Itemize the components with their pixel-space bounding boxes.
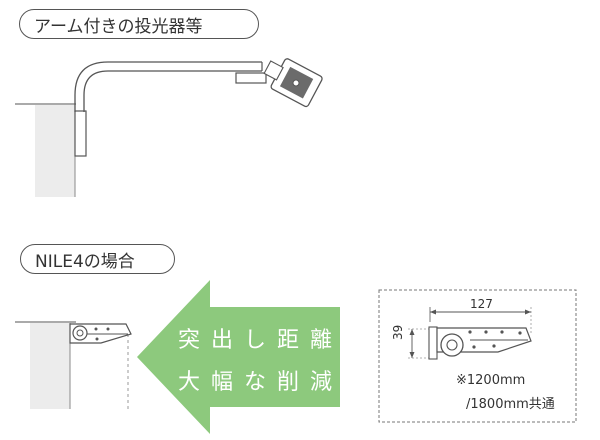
arm-pole-outer [74,61,262,112]
length-note-line2: /1800mm共通 [466,397,555,412]
arm-pole-inner [83,70,262,112]
arm-projector-label-text: アーム付きの投光器等 [34,16,203,37]
detail-box [378,289,577,423]
projector-pivot [292,79,300,87]
projector-head [263,58,323,108]
arrow-text-line2: 大幅な削減 [178,370,344,395]
dimension-height-label: 39 [391,324,405,340]
nile4-case-label-text: NILE4の場合 [35,251,135,272]
nile4-case-label: NILE4の場合 [20,244,175,274]
arm-projector-label: アーム付きの投光器等 [19,9,259,39]
dimension-width-label: 127 [470,297,493,311]
mount-plate [235,72,267,84]
arrow-text-line1: 突出し距離の [178,328,377,353]
detail-dimension-lines [408,307,532,359]
reduction-arrow [137,280,340,434]
arm-projector-illustration [15,58,323,197]
nile4-illustration [15,321,132,409]
length-note-line1: ※1200mm [456,373,526,388]
nile4-wall-body [30,323,70,409]
detail-fixture [428,326,532,360]
wall-body [35,105,75,197]
arm-bracket [74,110,87,157]
